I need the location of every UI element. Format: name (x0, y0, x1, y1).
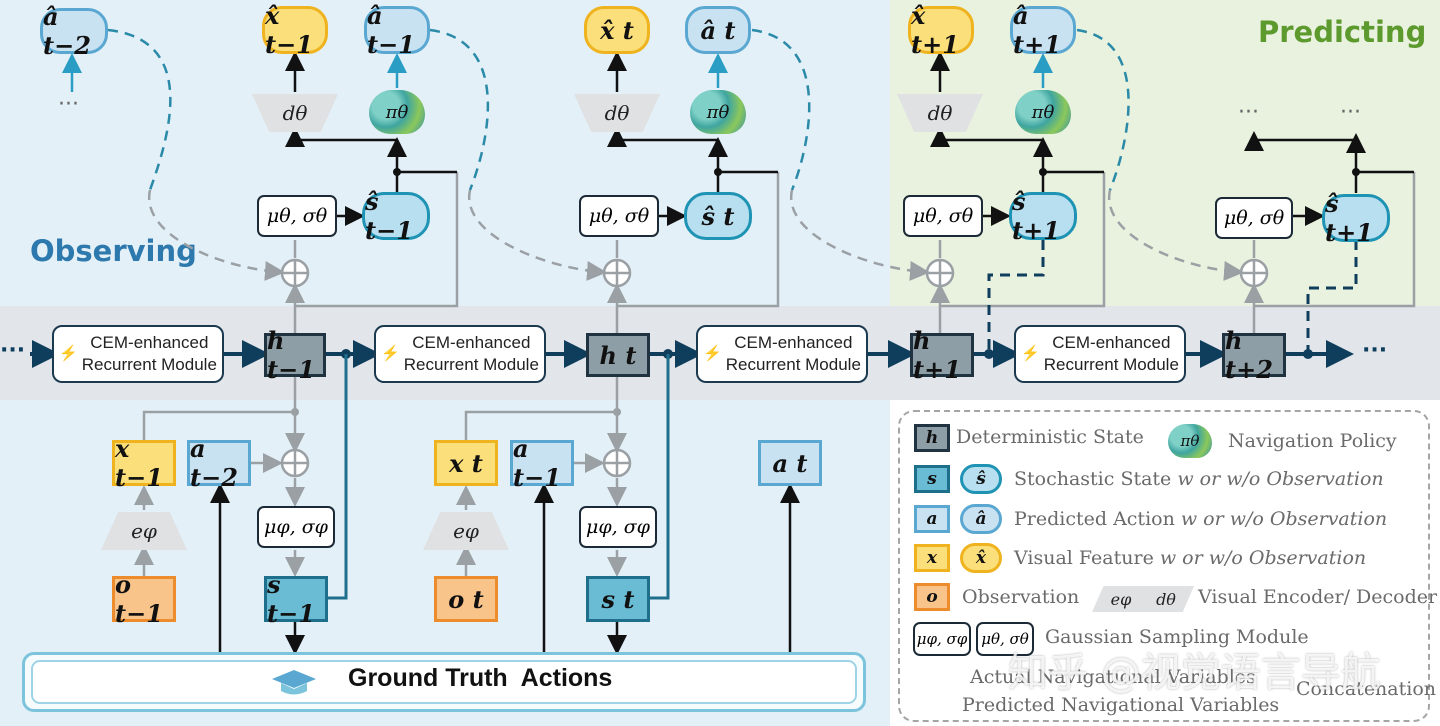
legend-observation: Observation (962, 586, 1080, 608)
legend-sym-o: o (914, 583, 950, 611)
legend-predicted-vars: Predicted Navigational Variables (962, 694, 1280, 716)
legend-decoder-sym: dθ (1138, 586, 1194, 612)
cem-label-bottom: Recurrent Module (403, 355, 539, 374)
prior-gaussian-1: μθ, σθ (257, 195, 337, 237)
encoder-2: eφ (423, 512, 509, 550)
observing-region (0, 0, 890, 306)
legend-enc-dec: Visual Encoder/ Decoder (1198, 586, 1438, 608)
legend-policy-brain-icon: πθ (1168, 424, 1212, 458)
a-t-minus-2: a t−2 (187, 434, 251, 492)
posterior-gaussian-2: μφ, σφ (579, 506, 657, 548)
x-hat-t: x̂ t (584, 6, 650, 54)
graduation-cap-icon (272, 670, 316, 695)
legend-predicted-action: Predicted Action w or w/o Observation (1014, 508, 1388, 530)
ground-truth-label: Ground Truth Actions (348, 664, 613, 692)
s-t: s t (586, 576, 650, 622)
policy-brain-icon-1: πθ (369, 90, 425, 134)
a-hat-t-plus-1: â t+1 (1010, 1, 1076, 59)
cem-label-top: CEM-enhanced (412, 333, 531, 352)
legend-stochastic: Stochastic State w or w/o Observation (1014, 468, 1384, 490)
legend-prior-gaussian: μθ, σθ (976, 622, 1034, 656)
legend-actual-vars: Actual Navigational Variables (970, 666, 1256, 688)
o-t-minus-1: o t−1 (112, 570, 176, 628)
x-hat-t-plus-1: x̂ t+1 (908, 1, 974, 59)
observing-title: Observing (30, 234, 197, 268)
prior-gaussian-4: μθ, σθ (1215, 197, 1293, 239)
h-t-minus-1: h t−1 (264, 326, 326, 384)
s-hat-t-plus-1-next: ŝ t+1 (1322, 189, 1390, 247)
o-t: o t (434, 576, 498, 622)
legend-sym-s: s (914, 465, 950, 493)
a-hat-t-minus-2: â t−2 (40, 2, 108, 60)
s-t-minus-1: s t−1 (264, 570, 328, 628)
x-hat-t-minus-1: x̂ t−1 (262, 1, 328, 59)
legend-deterministic: Deterministic State (956, 426, 1144, 448)
bolt-icon: ⚡ (381, 345, 400, 362)
h-t-plus-1: h t+1 (910, 326, 974, 384)
cem-label-top: CEM-enhanced (1052, 333, 1171, 352)
s-hat-t-minus-1: ŝ t−1 (362, 187, 430, 245)
h-t: h t (586, 333, 650, 377)
legend-policy: Navigation Policy (1228, 430, 1397, 452)
policy-brain-icon-2: πθ (690, 90, 746, 134)
h-t-plus-2: h t+2 (1222, 326, 1286, 384)
s-hat-t: ŝ t (684, 192, 752, 240)
legend-visual-feature: Visual Feature w or w/o Observation (1014, 547, 1367, 569)
bolt-icon: ⚡ (1021, 345, 1040, 362)
bolt-icon: ⚡ (703, 345, 722, 362)
decoder-3: dθ (897, 94, 983, 132)
legend-sym-x: x (914, 544, 950, 572)
watermark: 知乎 @视觉语言导航 (1008, 650, 1381, 696)
a-t: a t (758, 440, 822, 486)
legend-sym-h: h (914, 424, 950, 452)
prior-gaussian-2: μθ, σθ (579, 195, 659, 237)
x-t: x t (434, 440, 498, 486)
predicting-title: Predicting (1258, 15, 1427, 49)
policy-brain-icon-3: πθ (1015, 90, 1071, 134)
x-t-minus-1: x t−1 (112, 434, 176, 492)
ellipsis-policy-next: ··· (1340, 100, 1361, 125)
cem-label-bottom: Recurrent Module (1043, 355, 1179, 374)
bolt-icon: ⚡ (59, 345, 78, 362)
legend-sym-s-hat: ŝ (960, 464, 1002, 494)
legend-sym-x-hat: x̂ (960, 543, 1002, 573)
legend-gaussian: Gaussian Sampling Module (1045, 626, 1309, 648)
cem-label-top: CEM-enhanced (734, 333, 853, 352)
legend-sym-a-hat: â (960, 504, 1002, 534)
a-hat-t-minus-1: â t−1 (364, 1, 430, 59)
cem-label-top: CEM-enhanced (90, 333, 209, 352)
a-t-minus-1: a t−1 (510, 434, 574, 492)
prior-gaussian-3: μθ, σθ (903, 195, 983, 237)
s-hat-t-plus-1: ŝ t+1 (1009, 187, 1077, 245)
ellipsis-decoder-next: ··· (1238, 100, 1259, 125)
legend-concatenation: Concatenation (1296, 678, 1437, 700)
decoder-1: dθ (252, 94, 338, 132)
ellipsis-chain-end: ··· (1362, 338, 1388, 363)
ellipsis-chain-start: ··· (0, 338, 26, 363)
posterior-gaussian-1: μφ, σφ (257, 506, 335, 548)
a-hat-t: â t (685, 6, 751, 54)
legend-posterior-gaussian: μφ, σφ (913, 622, 971, 656)
ground-truth-actions-bar (22, 652, 866, 712)
cem-label-bottom: Recurrent Module (725, 355, 861, 374)
cem-label-bottom: Recurrent Module (81, 355, 217, 374)
legend-sym-a: a (914, 505, 950, 533)
ellipsis-top-left: ··· (58, 92, 79, 117)
